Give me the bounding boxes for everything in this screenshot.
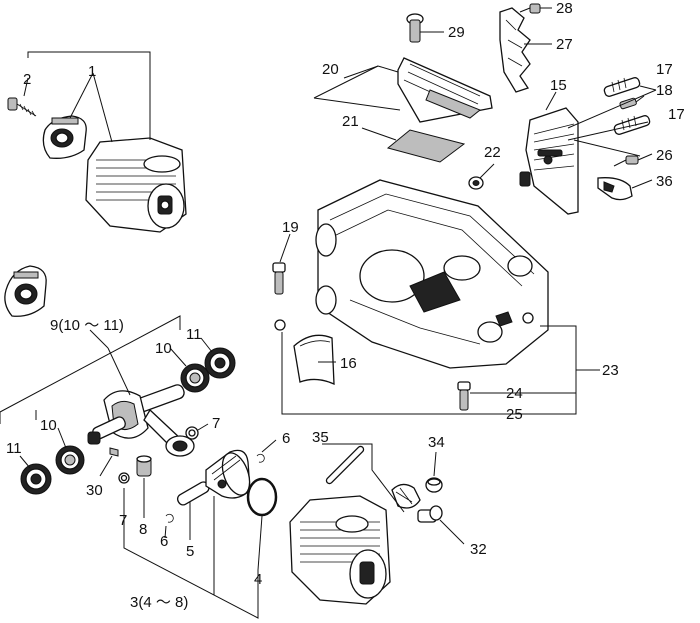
label-11-left: 11 [6,440,22,457]
stud-part-17-top [603,77,641,97]
label-35: 35 [312,429,329,446]
intake-insulator-part [42,115,87,159]
label-36: 36 [656,173,673,190]
oring-part-25 [274,319,286,331]
label-1: 1 [88,63,96,80]
label-2: 2 [23,71,31,88]
label-16: 16 [340,355,357,372]
label-5: 5 [186,543,194,560]
bearing-part-10-left [55,445,85,475]
decomp-valve-part [391,483,421,509]
bolt-part-28 [519,3,541,14]
label-34: 34 [428,434,445,451]
tensioner-part-36 [597,177,633,201]
needle-bearing-part-7 [118,426,199,484]
cylinder-part-bottom [289,495,391,605]
nut-part-22 [468,176,484,190]
screw-part-26 [613,155,639,167]
bolt-part-29 [406,13,424,43]
label-6-right: 6 [282,430,290,447]
label-22: 22 [484,144,501,161]
label-6-left: 6 [160,533,168,550]
label-27: 27 [556,36,573,53]
label-24: 24 [506,385,523,402]
label-25: 25 [506,406,523,423]
intake-insulator-part-lower [4,265,47,317]
bearing-part-11-right [204,347,236,379]
cylinder-part-top [85,137,187,233]
label-7-right: 7 [212,415,220,432]
cover-plate-part-20 [397,57,493,123]
part-labels: 1 2 9(10 ～ 11) 11 10 7 10 11 30 6 7 8 6 … [6,0,685,611]
spark-plug-part-34 [425,477,443,493]
label-18: 18 [656,82,673,99]
label-32: 32 [470,541,487,558]
plug-part-32 [417,505,443,523]
bar-plate-part-15 [519,107,579,215]
bolt-part-19 [272,262,286,295]
label-26: 26 [656,147,673,164]
bolt-part-2 [7,97,37,117]
bearing-part-11-left [20,463,52,495]
label-30: 30 [86,482,103,499]
label-9: 9(10 ～ 11) [50,317,124,334]
piston-part [205,449,251,499]
key-part-30 [109,447,119,457]
label-10-left: 10 [40,417,57,434]
label-23: 23 [602,362,619,379]
stud-part-17-bottom [613,115,651,135]
bolt-part-24 [457,381,471,411]
label-17-bottom: 17 [668,106,685,123]
label-21: 21 [342,113,359,130]
circlip-part-6 [165,453,265,523]
label-28: 28 [556,0,573,17]
label-3: 3(4 ～ 8) [130,594,188,611]
crankcase-part-23 [315,179,549,369]
label-15: 15 [550,77,567,94]
piston-ring-part-4 [246,477,278,517]
label-29: 29 [448,24,465,41]
plate-part-21 [386,129,466,163]
stud-bolt-part-35 [325,445,365,485]
label-10-right: 10 [155,340,172,357]
bearing-part-8 [136,455,152,477]
label-20: 20 [322,61,339,78]
seal-part-16 [293,334,335,386]
crankshaft-part [87,384,195,457]
bearing-part-10-right [180,363,210,393]
label-17-top: 17 [656,61,673,78]
label-4: 4 [254,571,262,588]
label-8: 8 [139,521,147,538]
leader-lines [0,7,657,619]
label-11-right: 11 [186,326,202,343]
chain-catcher-part-27 [499,7,531,93]
label-19: 19 [282,219,299,236]
label-7-left: 7 [119,512,127,529]
adjuster-part-18 [619,97,637,110]
